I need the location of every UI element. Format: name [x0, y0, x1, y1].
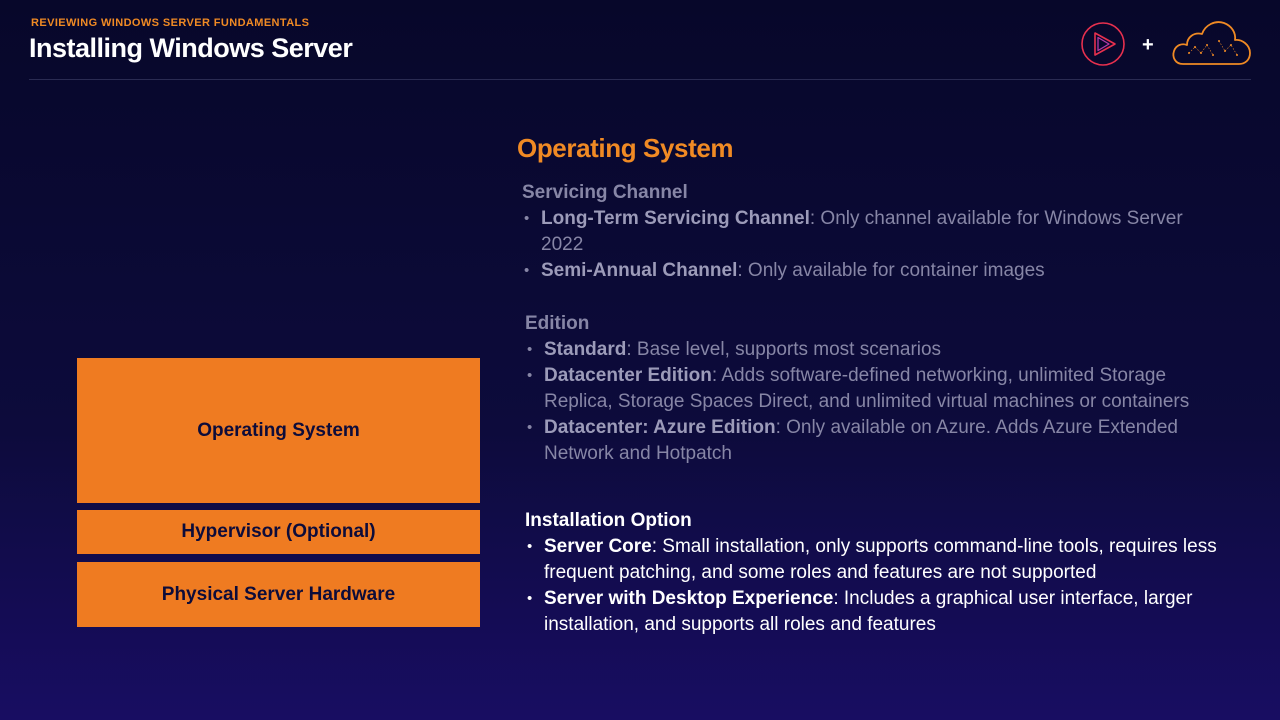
item-description: : Adds software-defined networking, unli…: [544, 365, 1190, 412]
list-item: Semi-Annual Channel: Only available for …: [522, 258, 1222, 284]
list-item: Datacenter: Azure Edition: Only availabl…: [525, 415, 1225, 467]
list-item: Server Core: Small installation, only su…: [525, 534, 1225, 586]
list-item: Long-Term Servicing Channel: Only channe…: [522, 206, 1222, 258]
panel-heading: Operating System: [517, 133, 734, 163]
physical-hardware-layer: Physical Server Hardware: [77, 562, 480, 627]
item-term: Server Core: [544, 536, 652, 557]
item-description: : Includes a graphical user interface, l…: [544, 588, 1193, 635]
header-divider: [29, 79, 1251, 80]
play-circle-logo-icon: [1081, 22, 1125, 66]
list-item: Standard: Base level, supports most scen…: [525, 337, 1225, 363]
item-description: : Only channel available for Windows Ser…: [541, 208, 1183, 255]
servicing-channel-list: Long-Term Servicing Channel: Only channe…: [522, 206, 1222, 284]
item-description: : Small installation, only supports comm…: [544, 536, 1217, 583]
item-term: Standard: [544, 339, 627, 360]
item-term: Server with Desktop Experience: [544, 588, 834, 609]
list-item: Server with Desktop Experience: Includes…: [525, 586, 1225, 638]
item-term: Semi-Annual Channel: [541, 260, 738, 281]
installation-option-section: Installation Option Server Core: Small i…: [525, 508, 1225, 638]
edition-title: Edition: [525, 313, 590, 334]
edition-list: Standard: Base level, supports most scen…: [525, 337, 1225, 467]
servicing-channel-title: Servicing Channel: [522, 182, 688, 203]
installation-option-title: Installation Option: [525, 510, 692, 531]
installation-option-list: Server Core: Small installation, only su…: [525, 534, 1225, 638]
hypervisor-layer: Hypervisor (Optional): [77, 510, 480, 554]
item-term: Datacenter: Azure Edition: [544, 417, 776, 438]
item-description: : Base level, supports most scenarios: [626, 339, 942, 360]
edition-section: Edition Standard: Base level, supports m…: [525, 311, 1225, 467]
item-term: Datacenter Edition: [544, 365, 712, 386]
cloud-constellation-logo-icon: [1172, 21, 1251, 65]
list-item: Datacenter Edition: Adds software-define…: [525, 363, 1225, 415]
servicing-channel-section: Servicing Channel Long-Term Servicing Ch…: [522, 180, 1222, 284]
plus-sign: +: [1142, 34, 1154, 56]
item-description: : Only available for container images: [737, 260, 1045, 281]
item-term: Long-Term Servicing Channel: [541, 208, 810, 229]
item-description: : Only available on Azure. Adds Azure Ex…: [544, 417, 1178, 464]
slide-title: Installing Windows Server: [29, 33, 353, 63]
course-eyebrow: REVIEWING WINDOWS SERVER FUNDAMENTALS: [31, 17, 310, 29]
operating-system-layer: Operating System: [77, 358, 480, 503]
